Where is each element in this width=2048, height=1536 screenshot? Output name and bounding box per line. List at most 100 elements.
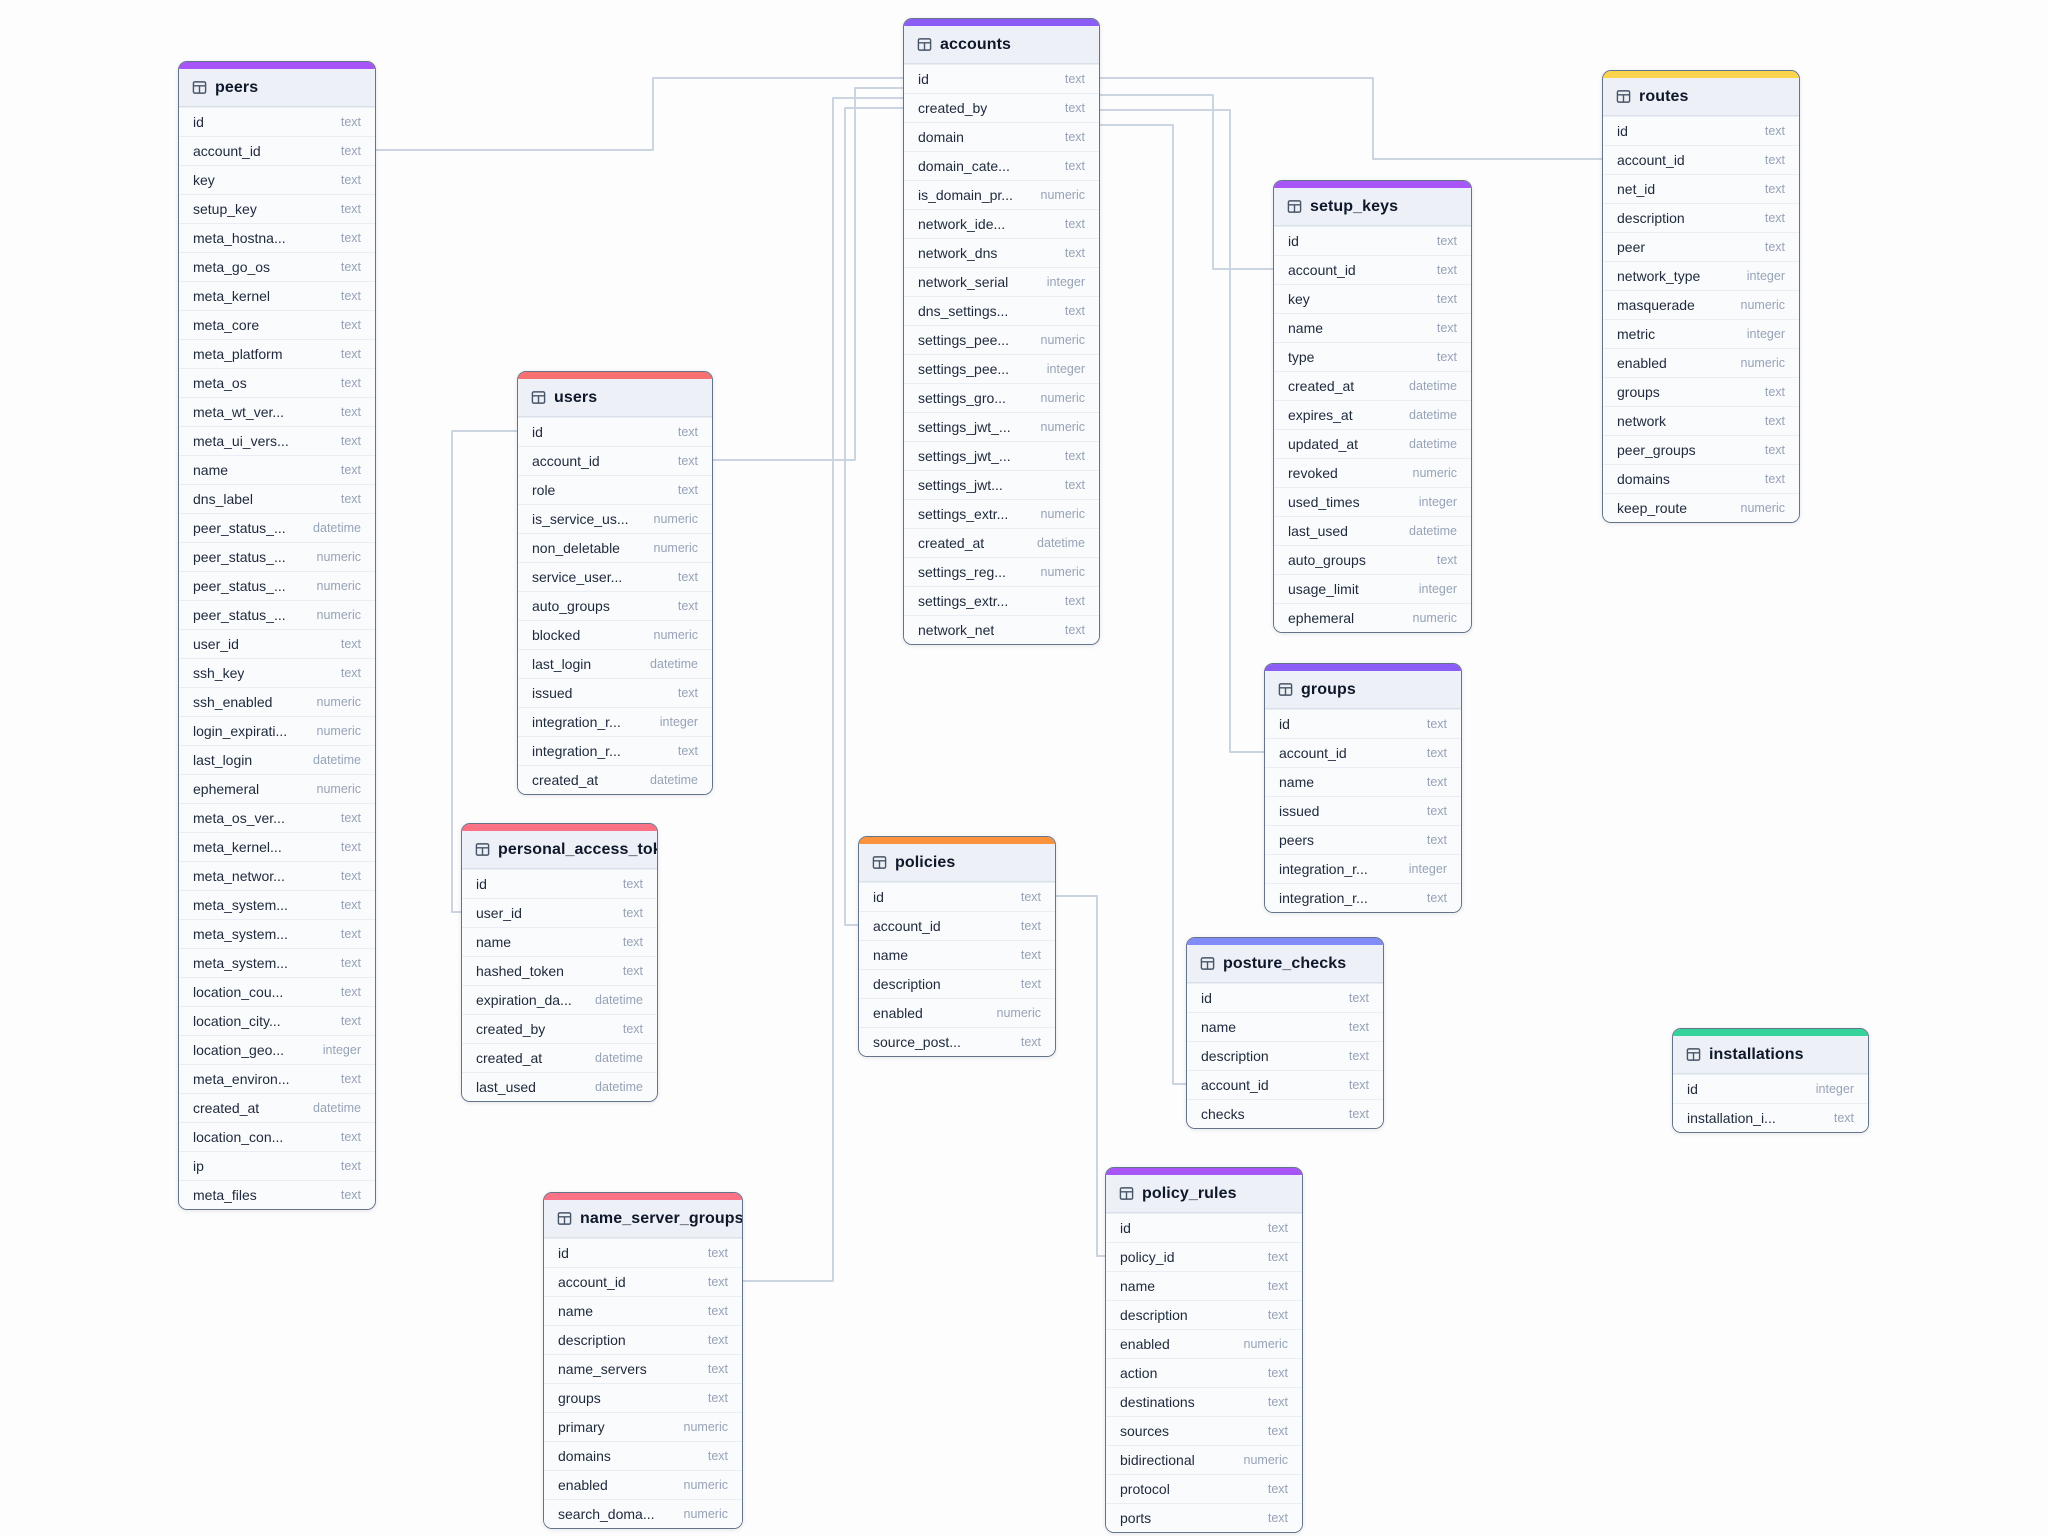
- table-header-accounts[interactable]: accounts: [904, 26, 1099, 64]
- table-header-setup_keys[interactable]: setup_keys: [1274, 188, 1471, 226]
- field-row-peers-30[interactable]: location_cou...text: [179, 977, 375, 1006]
- field-row-accounts-12[interactable]: settings_jwt_...numeric: [904, 412, 1099, 441]
- field-row-name_server_groups-9[interactable]: search_doma...numeric: [544, 1499, 742, 1528]
- table-header-installations[interactable]: installations: [1673, 1036, 1868, 1074]
- field-row-users-3[interactable]: is_service_us...numeric: [518, 504, 712, 533]
- table-header-policy_rules[interactable]: policy_rules: [1106, 1175, 1302, 1213]
- field-row-peers-33[interactable]: meta_environ...text: [179, 1064, 375, 1093]
- field-row-peers-16[interactable]: peer_status_...numeric: [179, 571, 375, 600]
- field-row-peers-17[interactable]: peer_status_...numeric: [179, 600, 375, 629]
- table-header-posture_checks[interactable]: posture_checks: [1187, 945, 1383, 983]
- field-row-accounts-9[interactable]: settings_pee...numeric: [904, 325, 1099, 354]
- field-row-accounts-4[interactable]: is_domain_pr...numeric: [904, 180, 1099, 209]
- field-row-peers-4[interactable]: meta_hostna...text: [179, 223, 375, 252]
- field-row-peers-28[interactable]: meta_system...text: [179, 919, 375, 948]
- field-row-peers-25[interactable]: meta_kernel...text: [179, 832, 375, 861]
- field-row-personal_access_tokens-4[interactable]: expiration_da...datetime: [462, 985, 657, 1014]
- field-row-installations-1[interactable]: installation_i...text: [1673, 1103, 1868, 1132]
- field-row-peers-26[interactable]: meta_networ...text: [179, 861, 375, 890]
- field-row-peers-32[interactable]: location_geo...integer: [179, 1035, 375, 1064]
- field-row-peers-21[interactable]: login_expirati...numeric: [179, 716, 375, 745]
- table-personal_access_tokens[interactable]: personal_access_tokensidtextuser_idtextn…: [461, 823, 658, 1102]
- field-row-peers-10[interactable]: meta_wt_ver...text: [179, 397, 375, 426]
- table-header-groups[interactable]: groups: [1265, 671, 1461, 709]
- field-row-groups-6[interactable]: integration_r...text: [1265, 883, 1461, 912]
- field-row-accounts-13[interactable]: settings_jwt_...text: [904, 441, 1099, 470]
- field-row-accounts-18[interactable]: settings_extr...text: [904, 586, 1099, 615]
